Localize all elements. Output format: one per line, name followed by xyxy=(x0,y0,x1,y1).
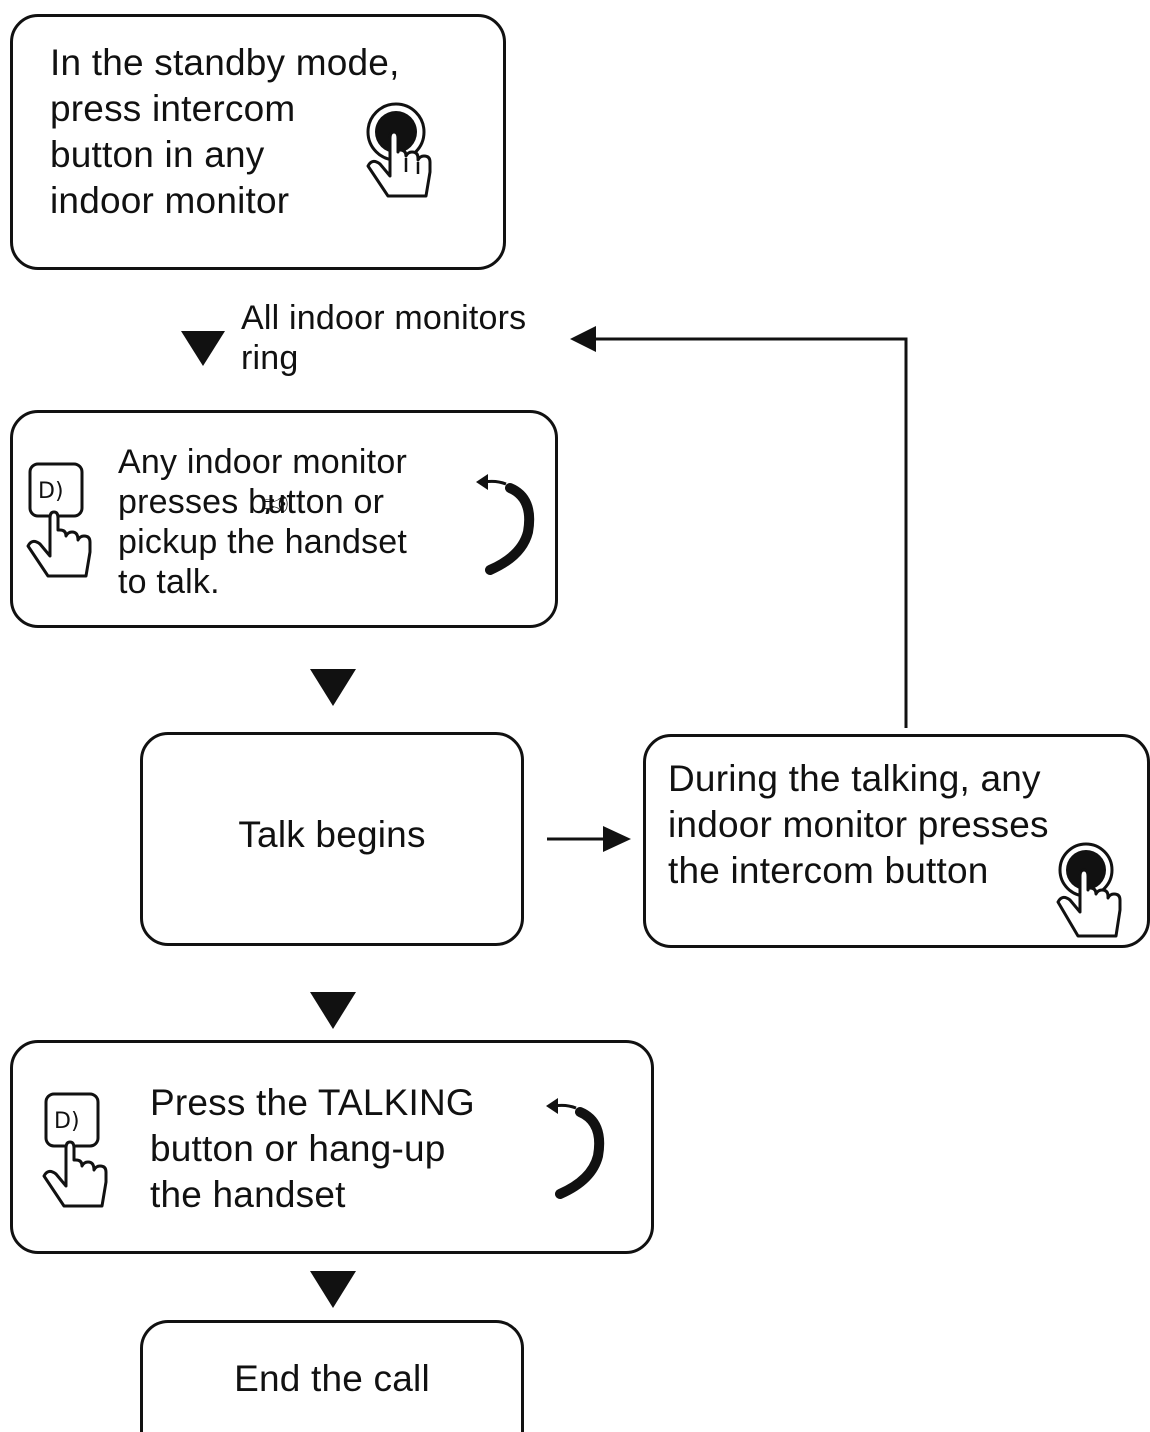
standby-step-text: In the standby mode, press intercom butt… xyxy=(50,40,400,224)
down-arrow-1 xyxy=(181,331,225,366)
during-talking-text: During the talking, any indoor monitor p… xyxy=(668,756,1049,894)
during-line-2: indoor monitor presses xyxy=(668,804,1049,845)
ring-label-line-1: All indoor monitors xyxy=(241,299,527,337)
loop-back-arrow xyxy=(570,326,908,728)
standby-line-3: button in any xyxy=(50,134,265,175)
talk-button-press-icon: D) xyxy=(42,1092,108,1208)
answer-line-3: pickup the handset xyxy=(118,523,408,561)
standby-line-4: indoor monitor xyxy=(50,180,290,221)
answer-line-4: to talk. xyxy=(118,563,220,601)
during-line-1: During the talking, any xyxy=(668,758,1041,799)
during-line-3: the intercom button xyxy=(668,850,989,891)
end-call-text: End the call xyxy=(234,1358,430,1399)
hangup-step-text: Press the TALKING button or hang-up the … xyxy=(150,1080,475,1218)
standby-line-1: In the standby mode, xyxy=(50,42,400,83)
right-arrow xyxy=(547,826,631,852)
svg-text:D): D) xyxy=(38,479,64,504)
hangup-line-2: button or hang-up xyxy=(150,1128,446,1169)
hangup-line-3: the handset xyxy=(150,1174,346,1215)
end-call-box xyxy=(140,1320,524,1432)
ring-label-line-2: ring xyxy=(241,339,299,377)
answer-line-2: presses button or xyxy=(118,483,385,521)
answer-step-box xyxy=(10,410,558,628)
intercom-button-press-icon xyxy=(366,102,432,198)
answer-line-1: Any indoor monitor xyxy=(118,443,407,481)
ring-label: All indoor monitors ring xyxy=(241,298,526,378)
answer-step-text: Any indoor monitor presses button or pic… xyxy=(118,442,407,602)
down-arrow-4 xyxy=(310,1271,356,1308)
handset-icon xyxy=(546,1098,605,1199)
intercom-button-press-icon xyxy=(1056,842,1122,938)
talk-button-press-icon: D) xyxy=(26,462,92,578)
talk-begins-box xyxy=(140,732,524,946)
hangup-line-1: Press the TALKING xyxy=(150,1082,475,1123)
hangup-step-box xyxy=(10,1040,654,1254)
talk-begins-text: Talk begins xyxy=(238,814,426,855)
handset-icon xyxy=(476,474,535,575)
down-arrow-3 xyxy=(310,992,356,1029)
svg-text:D): D) xyxy=(54,1109,80,1134)
talk-glyph-icon: 🕫 xyxy=(262,489,290,520)
standby-line-2: press intercom xyxy=(50,88,296,129)
down-arrow-2 xyxy=(310,669,356,706)
